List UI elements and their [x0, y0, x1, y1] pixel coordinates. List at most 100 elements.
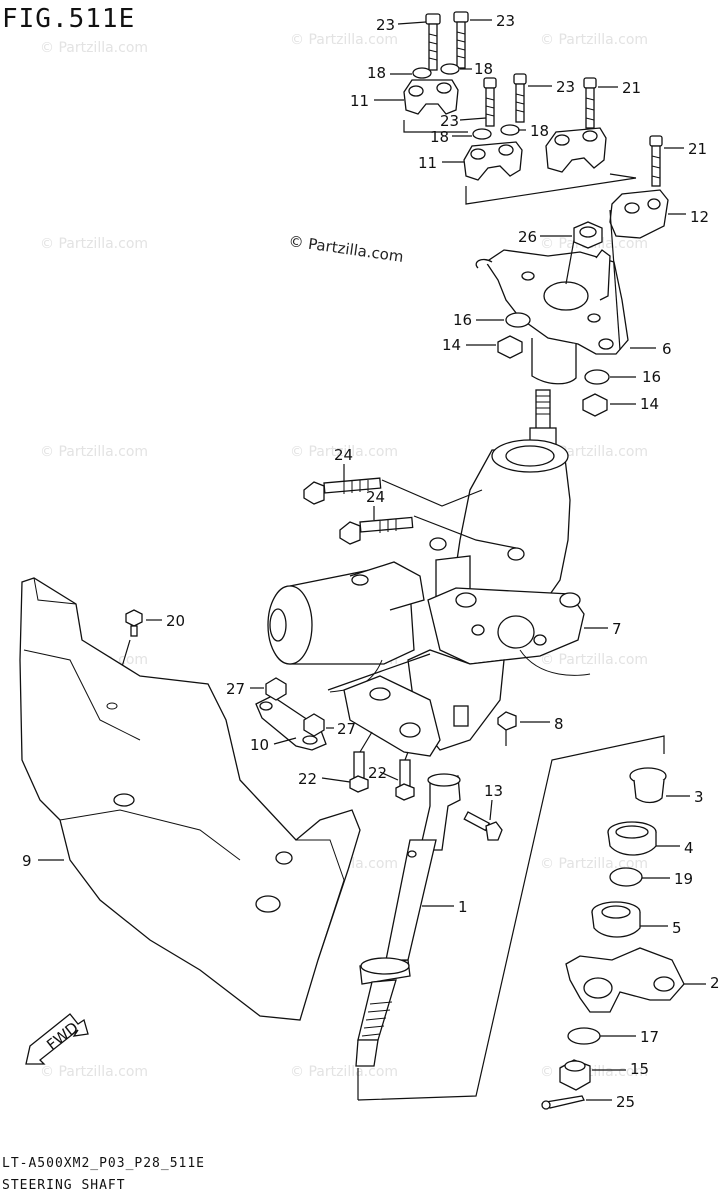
callout-label: 25: [616, 1093, 635, 1111]
figure-code: LT-A500XM2_P03_P28_511E: [2, 1156, 206, 1171]
leader-line: [397, 21, 427, 25]
callout-label: 23: [496, 12, 515, 30]
bolt-23-top-right: [453, 11, 469, 69]
callout-label: 4: [684, 839, 694, 857]
watermark: © Partzilla.com: [40, 1064, 149, 1080]
callout-label: 23: [556, 78, 575, 96]
eps-motor: [267, 561, 425, 665]
callout-label: 22: [368, 764, 387, 782]
callout-label: 1: [458, 898, 468, 916]
callout-label: 17: [640, 1028, 659, 1046]
bolt-13: [463, 811, 503, 841]
callout-label: 23: [376, 16, 395, 34]
watermark: © Partzilla.com: [40, 444, 149, 460]
callout-label: 14: [640, 395, 659, 413]
figure-title: FIG.511E: [2, 4, 136, 34]
callout-label: 2: [710, 974, 720, 992]
bolt-21-upper: [583, 77, 597, 129]
callout-label: 27: [337, 720, 356, 738]
handlebar-holder-lower-11: [463, 141, 523, 181]
callout-label: 6: [662, 340, 672, 358]
figure-name: STEERING SHAFT: [2, 1178, 126, 1193]
callout-label: 5: [672, 919, 682, 937]
leader-line: [273, 737, 297, 745]
watermark: © Partzilla.com: [40, 40, 149, 56]
leader-line: [459, 117, 487, 121]
callout-label: 8: [554, 715, 564, 733]
watermark: © Partzilla.com: [540, 652, 649, 668]
callout-label: 12: [690, 208, 709, 226]
washer-16: [505, 312, 531, 328]
bolt-22-left: [349, 751, 369, 793]
bolt-24-lower: [339, 516, 414, 545]
callout-label: 24: [334, 446, 353, 464]
leader-line: [321, 777, 351, 783]
bolt-23-mid-right: [513, 73, 527, 123]
callout-label: 19: [674, 870, 693, 888]
watermark: © Partzilla.com: [290, 32, 399, 48]
bolt-8: [497, 711, 517, 746]
leader-line: [489, 799, 493, 821]
ring-19: [609, 867, 643, 887]
clamp-12: [609, 189, 669, 239]
nut-15: [559, 1059, 591, 1091]
nut-14: [497, 335, 523, 359]
nut-26: [573, 221, 603, 249]
bushing-3: [629, 767, 667, 804]
cover-9: [19, 577, 361, 1021]
callout-label: 24: [366, 488, 385, 506]
callout-label: 11: [418, 154, 437, 172]
callout-label: 18: [530, 122, 549, 140]
fwd-arrow-icon: FWD: [25, 1013, 89, 1065]
washer-17: [567, 1027, 601, 1045]
watermark: © Partzilla.com: [290, 1064, 399, 1080]
bolt-22-right: [395, 759, 415, 801]
seal-4: [607, 821, 657, 856]
callout-label: 23: [440, 112, 459, 130]
handlebar-holder-right: [545, 127, 607, 173]
callout-label: 20: [166, 612, 185, 630]
nut-27: [303, 713, 325, 737]
washer-18: [500, 124, 520, 136]
bolt-21-lower: [649, 135, 663, 187]
callout-label: 18: [430, 128, 449, 146]
washer-18: [412, 67, 432, 79]
washer-16: [584, 369, 610, 385]
bracket-10: [255, 695, 327, 751]
nut-14: [582, 393, 608, 417]
watermark: © Partzilla.com: [290, 444, 399, 460]
arm-2: [565, 947, 685, 1013]
bolt-20: [125, 609, 143, 637]
steering-shaft-1: [355, 773, 461, 1067]
callout-label: 21: [688, 140, 707, 158]
callout-label: 14: [442, 336, 461, 354]
callout-label: 13: [484, 782, 503, 800]
nut-27: [265, 677, 287, 701]
callout-label: 16: [642, 368, 661, 386]
callout-label: 9: [22, 852, 32, 870]
callout-label: 16: [453, 311, 472, 329]
callout-label: 18: [474, 60, 493, 78]
callout-label: 26: [518, 228, 537, 246]
bolt-23-mid-left: [483, 77, 497, 127]
callout-label: 21: [622, 79, 641, 97]
callout-label: 22: [298, 770, 317, 788]
bracket-plate: [343, 675, 441, 757]
washer-18: [472, 128, 492, 140]
callout-label: 3: [694, 788, 704, 806]
watermark: © Partzilla.com: [540, 32, 649, 48]
callout-label: 18: [367, 64, 386, 82]
callout-label: 15: [630, 1060, 649, 1078]
cotter-pin-25: [541, 1095, 585, 1110]
callout-label: 11: [350, 92, 369, 110]
eps-housing: [429, 439, 571, 611]
watermark: © Partzilla.com: [40, 236, 149, 252]
bearing-5: [591, 901, 641, 938]
callout-label: 10: [250, 736, 269, 754]
callout-label: 7: [612, 620, 622, 638]
handlebar-holder-upper-11: [403, 79, 459, 115]
callout-label: 27: [226, 680, 245, 698]
